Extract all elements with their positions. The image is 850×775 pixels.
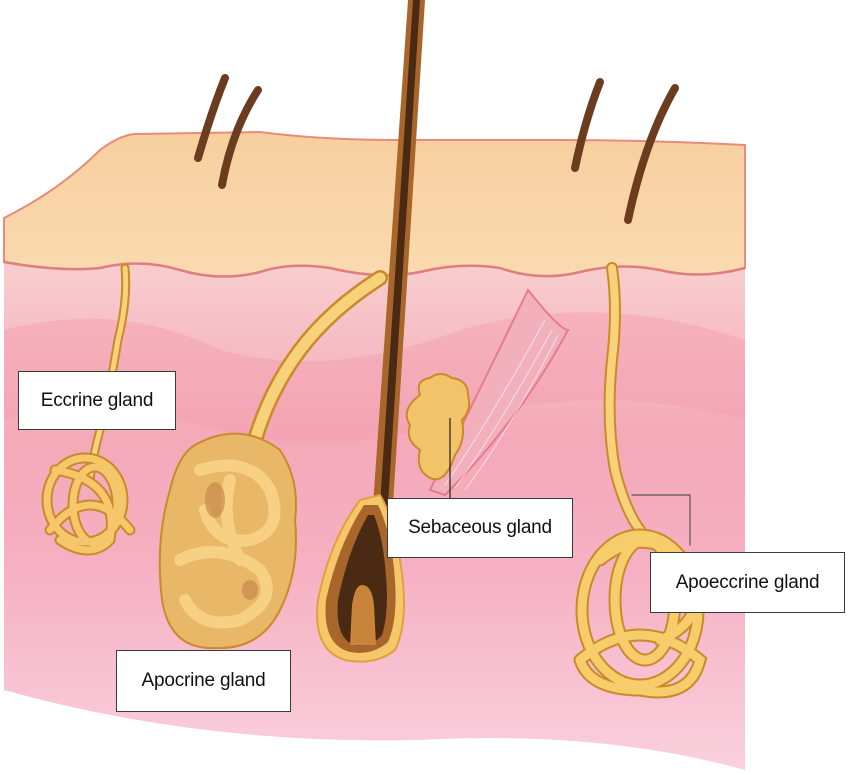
label-apocrine-gland: Apocrine gland — [116, 650, 291, 712]
eccrine-gland-shape — [41, 263, 136, 556]
apocrine-gland-shape — [158, 270, 388, 650]
label-apoeccrine-gland: Apoeccrine gland — [650, 552, 845, 613]
label-eccrine-gland: Eccrine gland — [18, 371, 176, 430]
hair-follicle — [316, 0, 425, 663]
surface-hairs — [194, 74, 679, 224]
label-sebaceous-gland: Sebaceous gland — [387, 498, 573, 558]
sebaceous-gland-shape — [405, 373, 471, 498]
